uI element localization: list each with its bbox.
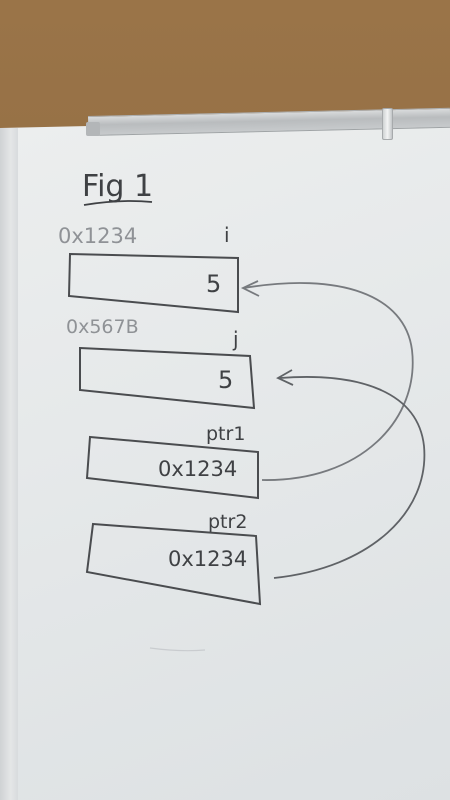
whiteboard-frame [0,128,18,800]
box-address-j: 0x567B [66,316,139,338]
box-label-i: i [224,223,230,247]
whiteboard [0,118,450,800]
arrowhead-j [276,369,294,386]
box-j [79,346,256,410]
rail-clip [382,108,393,140]
box-value-i: 5 [206,270,221,298]
arrow-ptr1-to-i [243,282,414,481]
box-value-ptr1: 0x1234 [158,457,237,481]
box-label-j: j [232,327,239,351]
title-underline [83,200,153,206]
box-value-j: 5 [218,366,233,394]
box-i [67,252,239,314]
box-label-ptr2: ptr2 [208,511,247,533]
box-label-ptr1: ptr1 [206,423,245,445]
rail-end-cap [86,122,100,136]
box-ptr2 [85,522,262,606]
arrow-ptr2-to-j [273,376,426,579]
arrowhead-i [240,280,260,297]
box-ptr1 [85,435,259,500]
box-address-i: 0x1234 [58,224,137,248]
figure-title: Fig 1 [82,169,153,204]
box-value-ptr2: 0x1234 [168,547,247,571]
board-smudge [149,647,206,652]
